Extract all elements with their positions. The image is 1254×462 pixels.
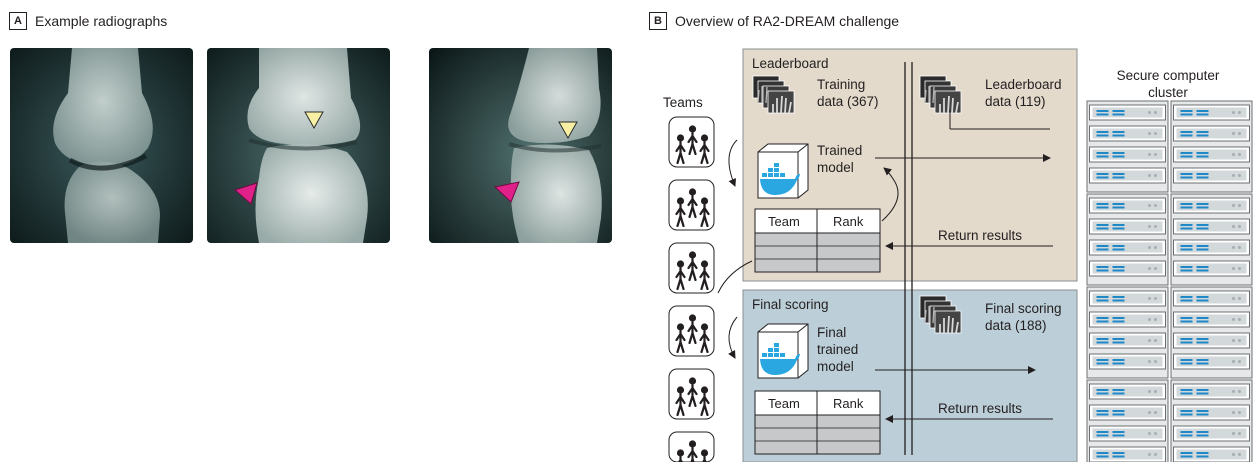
team-box bbox=[669, 117, 714, 167]
final-scoring-title: Final scoring bbox=[752, 297, 829, 312]
leaderboard-data-label-line1: Leaderboard bbox=[985, 77, 1062, 92]
team-box bbox=[669, 369, 714, 419]
final-model-label-line1: Final bbox=[817, 325, 846, 340]
server-rack bbox=[1087, 194, 1168, 285]
team-box bbox=[669, 180, 714, 230]
server-rack bbox=[1087, 380, 1168, 462]
table-header-team: Team bbox=[768, 396, 800, 411]
training-data-label-line1: Training bbox=[817, 77, 865, 92]
server-rack bbox=[1171, 287, 1252, 378]
table-header-rank: Rank bbox=[833, 214, 864, 229]
team-box bbox=[669, 243, 714, 293]
training-data-label-line2: data (367) bbox=[817, 94, 879, 109]
leaderboard-table: Team Rank bbox=[755, 209, 880, 272]
final-model-label-line2: trained bbox=[817, 342, 858, 357]
return-results-label: Return results bbox=[938, 401, 1022, 416]
teams-label: Teams bbox=[663, 95, 703, 110]
leaderboard-title: Leaderboard bbox=[752, 56, 829, 71]
final-model-label-line3: model bbox=[817, 359, 854, 374]
trained-model-label-line1: Trained bbox=[817, 143, 862, 158]
final-data-label-line2: data (188) bbox=[985, 318, 1047, 333]
leaderboard-data-label-line2: data (119) bbox=[985, 94, 1046, 109]
table-header-team: Team bbox=[768, 214, 800, 229]
final-table: Team Rank bbox=[755, 391, 880, 454]
server-rack bbox=[1171, 194, 1252, 285]
server-rack bbox=[1087, 101, 1168, 192]
table-header-rank: Rank bbox=[833, 396, 864, 411]
docker-model-icon bbox=[758, 144, 808, 198]
server-rack bbox=[1171, 101, 1252, 192]
team-box bbox=[669, 432, 714, 462]
return-results-label: Return results bbox=[938, 228, 1022, 243]
team-submit-arrow bbox=[729, 140, 737, 186]
trained-model-label-line2: model bbox=[817, 160, 854, 175]
cluster-label-line1: Secure computer bbox=[1117, 68, 1220, 83]
team-submit-arrow bbox=[729, 317, 737, 358]
docker-final-model-icon bbox=[758, 324, 808, 378]
server-rack bbox=[1087, 287, 1168, 378]
final-data-label-line1: Final scoring bbox=[985, 301, 1062, 316]
cluster-label-line2: cluster bbox=[1148, 85, 1188, 100]
team-box bbox=[669, 306, 714, 356]
server-rack bbox=[1171, 380, 1252, 462]
